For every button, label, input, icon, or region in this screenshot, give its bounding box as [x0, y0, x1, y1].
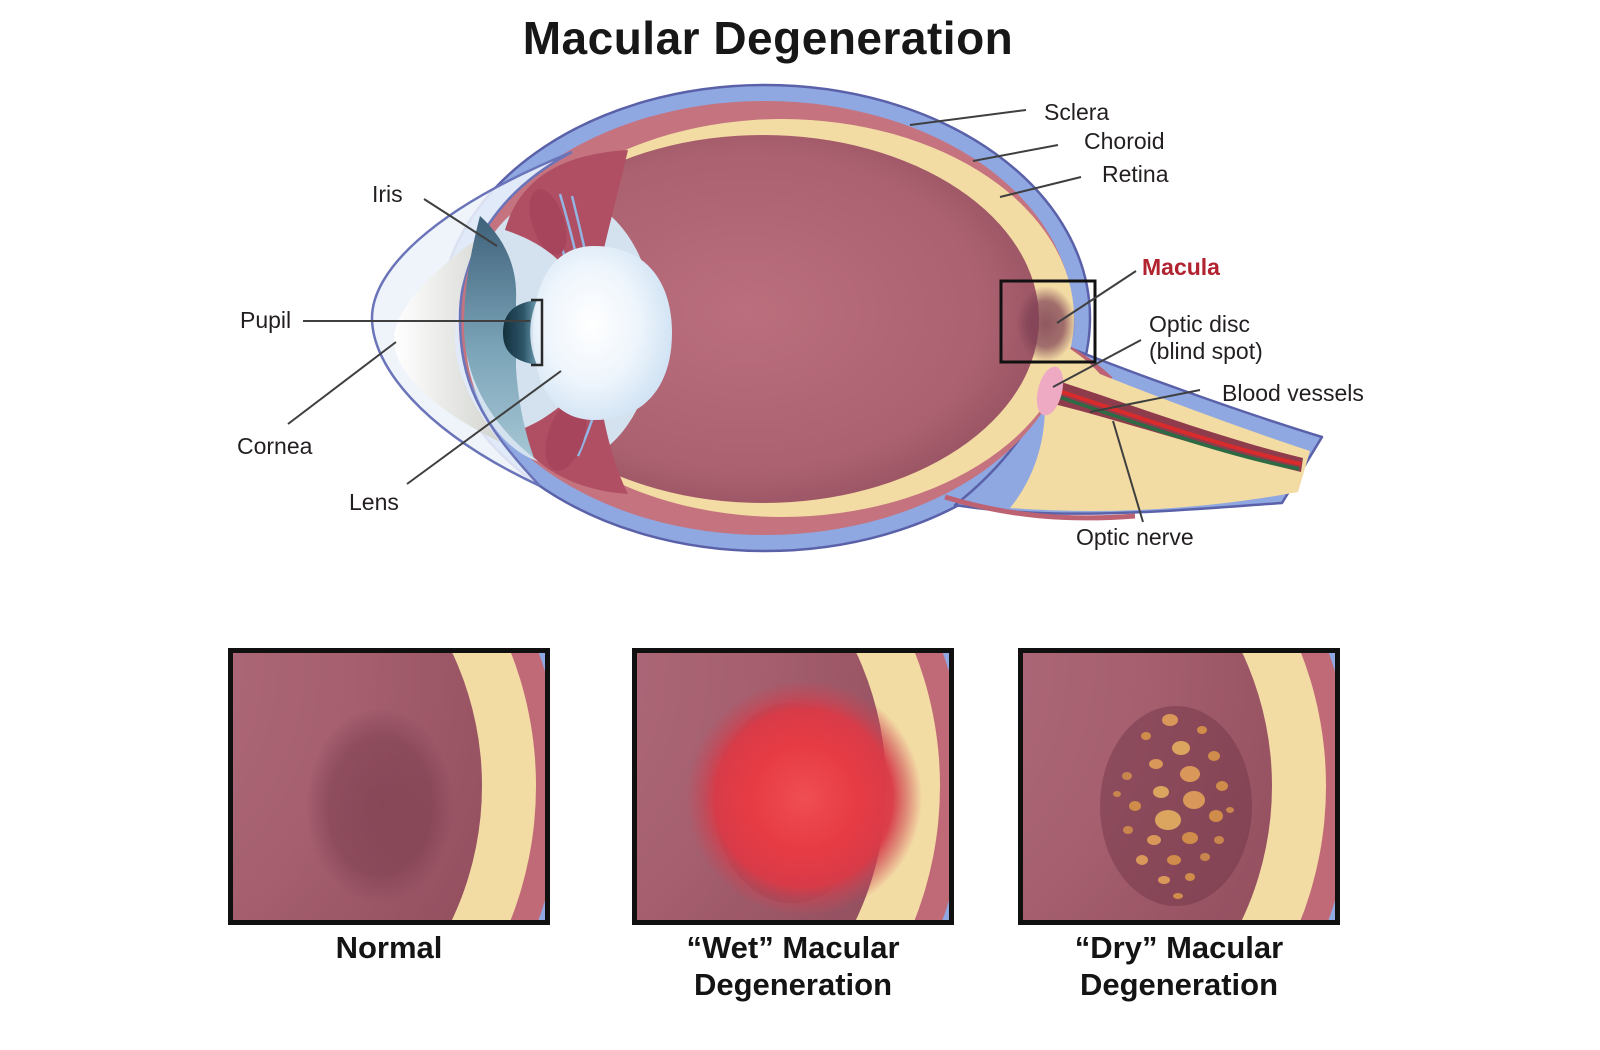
- retina-leader-line: [999, 176, 1082, 198]
- label-optic-disc: Optic disc (blind spot): [1149, 311, 1263, 364]
- drusen-spots: [1113, 714, 1234, 899]
- panel-border: [632, 648, 954, 925]
- caption-dry-line2: Degeneration: [1079, 966, 1279, 1002]
- retinal-vein: [1055, 394, 1300, 471]
- label-iris: Iris: [372, 181, 403, 207]
- optic-disc-leader-line: [1052, 339, 1142, 388]
- iris-leader-line: [423, 198, 498, 247]
- label-blood-vessels: Blood vessels: [1222, 380, 1364, 406]
- pupil-bracket: [531, 298, 544, 367]
- optic-disc: [1036, 366, 1064, 416]
- label-optic-nerve: Optic nerve: [1076, 524, 1194, 550]
- page-title: Macular Degeneration: [522, 12, 1014, 64]
- caption-wet-line2: Degeneration: [693, 966, 893, 1002]
- retinal-artery: [1049, 386, 1302, 466]
- optic-nerve-leader-line: [1112, 420, 1144, 523]
- lens: [533, 246, 672, 420]
- label-choroid: Choroid: [1084, 128, 1165, 154]
- label-pupil: Pupil: [240, 307, 292, 333]
- cornea-leader-line: [287, 341, 397, 425]
- panel-wet-illustration: [178, 392, 966, 1050]
- label-optic-disc-line1: Optic disc: [1149, 311, 1250, 337]
- panel-normal-illustration: [0, 392, 562, 1050]
- blood-vessels-leader-line: [1089, 389, 1201, 413]
- dry-macula: [1100, 706, 1252, 906]
- macula-leader-line: [1056, 270, 1137, 324]
- eye-cross-section-illustration: [287, 83, 1324, 553]
- panel-dry: [564, 392, 1352, 1050]
- panel-normal: [0, 392, 562, 1050]
- caption-dry-line1: “Dry” Macular: [1074, 930, 1284, 965]
- pupil: [503, 300, 537, 365]
- wet-hemorrhage-blob: [686, 680, 922, 916]
- panel-border: [1018, 648, 1340, 925]
- choroid-leader-line: [972, 144, 1059, 162]
- label-sclera: Sclera: [1044, 99, 1110, 125]
- ciliary-muscle-bottom: [545, 401, 587, 471]
- anterior-segment: [370, 150, 672, 494]
- label-lens: Lens: [349, 489, 399, 515]
- caption-wet-line1: “Wet” Macular: [686, 930, 900, 965]
- caption-dry: “Dry” Macular Degeneration: [998, 930, 1360, 1003]
- panel-border: [228, 648, 550, 925]
- sclera-leader-line: [909, 109, 1027, 126]
- leader-lines: [287, 109, 1201, 523]
- ciliary-muscle-top: [529, 189, 567, 255]
- normal-macula: [306, 708, 454, 904]
- cornea: [394, 238, 500, 442]
- iris: [464, 216, 534, 458]
- panel-wet: [178, 392, 966, 1050]
- label-optic-disc-line2: (blind spot): [1149, 337, 1263, 364]
- panel-dry-illustration: [564, 392, 1352, 1050]
- label-cornea: Cornea: [237, 433, 313, 459]
- label-macula: Macula: [1142, 254, 1220, 280]
- label-retina: Retina: [1102, 161, 1169, 187]
- caption-wet: “Wet” Macular Degeneration: [612, 930, 974, 1003]
- caption-normal-line1: Normal: [335, 930, 443, 965]
- macula-box: [999, 279, 1097, 364]
- macula-spot: [1016, 286, 1076, 362]
- cornea-dome: [370, 150, 573, 488]
- lens-leader-line: [406, 370, 562, 485]
- caption-normal: Normal: [208, 930, 570, 967]
